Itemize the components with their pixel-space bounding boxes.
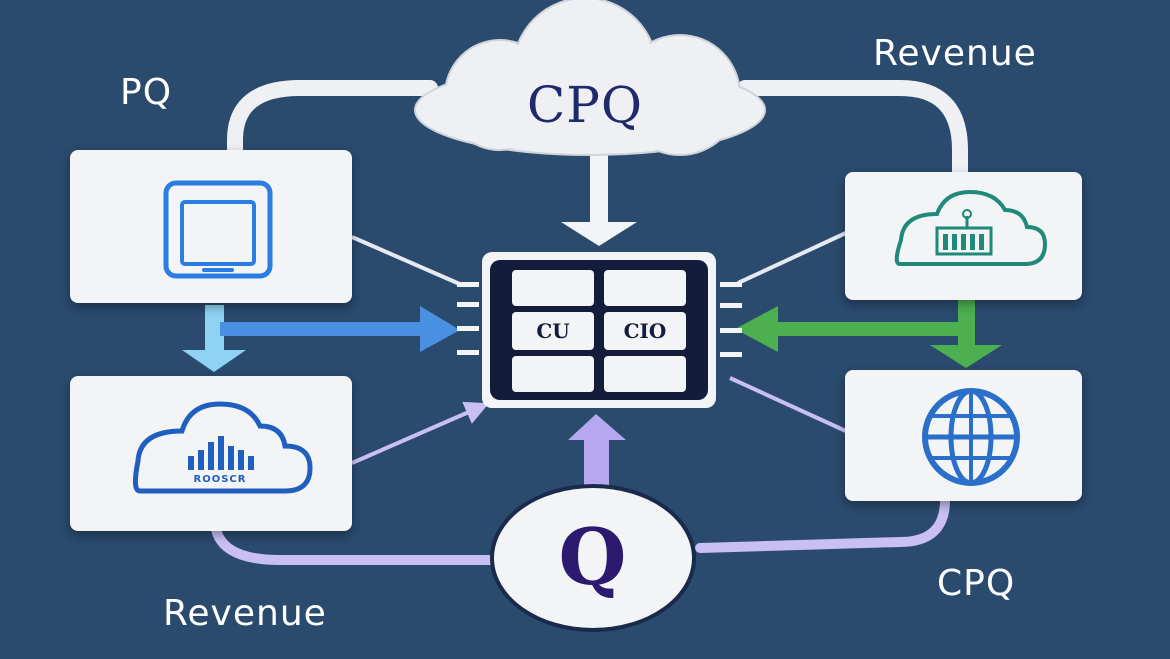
card-bottom-left <box>70 376 352 531</box>
chip-pins-right <box>720 282 742 357</box>
left-to-chip-arrow <box>220 306 460 352</box>
card-bottom-right <box>845 370 1082 501</box>
card-top-right <box>845 172 1082 300</box>
right-to-chip-arrow <box>735 306 965 352</box>
label-top-right: Revenue <box>873 33 1037 74</box>
tablet-icon <box>163 180 273 279</box>
connector-line <box>351 235 463 287</box>
chip-pins-left <box>457 282 479 355</box>
label-bottom-right: CPQ <box>937 563 1016 604</box>
chip-core: CU CIO <box>490 260 708 400</box>
right-down-arrow <box>930 300 1002 368</box>
card-top-left <box>70 150 352 303</box>
circle-to-chip-arrow <box>568 414 626 488</box>
chip-cell <box>512 356 594 392</box>
chip-cell <box>604 356 686 392</box>
cloud-bar-chart-icon <box>132 401 313 494</box>
cloud-caption: ROOSCR <box>193 474 247 485</box>
label-top-left: PQ <box>120 72 173 113</box>
chip-cell-cu: CU <box>512 312 594 350</box>
cloud-database-icon <box>894 189 1048 266</box>
chip: CU CIO <box>482 252 716 408</box>
q-letter: Q <box>558 512 627 603</box>
label-bottom-left: Revenue <box>163 593 327 634</box>
cloud-title: CPQ <box>527 76 643 134</box>
chip-cell <box>604 270 686 306</box>
connector-line <box>351 401 489 465</box>
chip-cell <box>512 270 594 306</box>
connector-line <box>737 230 849 285</box>
cloud-to-chip-arrow <box>561 155 637 246</box>
left-down-arrow <box>182 305 246 372</box>
top-loop-connector <box>227 80 968 180</box>
globe-icon <box>922 388 1020 486</box>
q-circle <box>490 484 696 632</box>
connector-line <box>729 376 849 434</box>
chip-cell-cio: CIO <box>604 312 686 350</box>
